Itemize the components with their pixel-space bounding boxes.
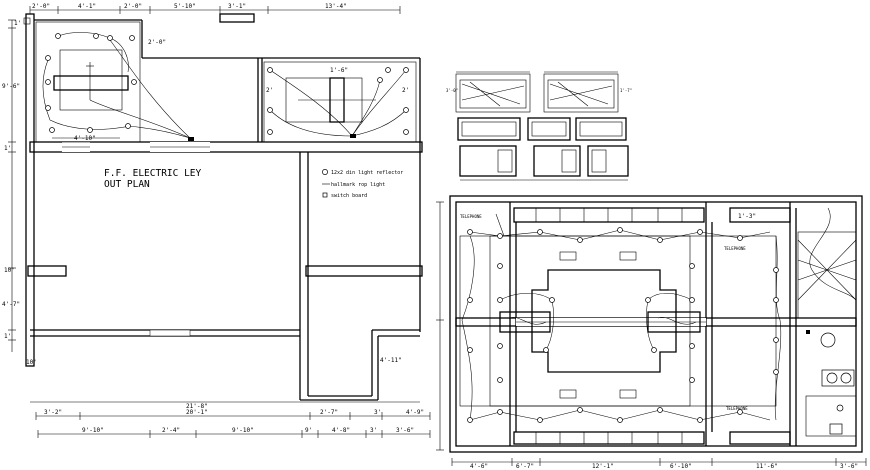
top-dim-3: 2'-0" [124,3,142,10]
bottom2-dim-1: 9'-10" [82,427,104,434]
bottom-total-dim: 21'-8" [186,403,208,410]
side-dim-2: 9'-6" [2,83,20,90]
legend-item-3: switch board [331,193,367,199]
room2-dim-left: 2' [266,87,273,94]
top-dim-4: 5'-10" [174,3,196,10]
bottom2-dim-7: 3'-6" [396,427,414,434]
bottom1-dim-3: 2'-7" [320,409,338,416]
left-floor-plan: 2'-0" 4'-1" 2'-0" 5'-10" 3'-1" 13'-4" 1'… [2,3,431,438]
plan-title-line1: F.F. ELECTRIC LEY [104,168,202,179]
right-bottom-dim-5: 11'-6" [756,463,778,470]
room1-bottom-dim: 4'-10" [74,135,96,142]
bottom1-dim-5: 4'-9" [406,409,424,416]
bottom1-dim-1: 3'-2" [44,409,62,416]
right-floor-plan: 1'-3" [436,195,867,470]
right-bottom-dim-1: 4'-6" [470,463,488,470]
right-top-dim: 1'-3" [738,213,756,220]
side-dim-1: 1' [14,20,21,27]
bottom2-dim-5: 4'-8" [332,427,350,434]
bottom1-dim-4: 3' [374,409,381,416]
top-dim-2: 4'-1" [78,3,96,10]
top-dim-1: 2'-0" [32,3,50,10]
room1-dim: 2'-0" [148,39,166,46]
right-bottom-dim-2: 6'-7" [516,463,534,470]
telephone-label-3: TELEPHONE [726,406,748,411]
side-dim-3: 1' [4,145,11,152]
side-dim-6: 1' [4,333,11,340]
detail-dim-2: 1'-7" [620,88,632,93]
top-dim-6: 13'-4" [325,3,347,10]
room2-dim-top: 1'-6" [330,67,348,74]
bottom2-dim-3: 9'-10" [232,427,254,434]
room2-dim-right: 2' [402,87,409,94]
right-bottom-dim-3: 12'-1" [592,463,614,470]
top-dim-5: 3'-1" [228,3,246,10]
bottom2-dim-6: 3' [370,427,377,434]
legend-item-1: 12x2 din light reflector [331,170,403,176]
legend-item-2: hallmark rop light [331,182,385,188]
furniture-detail-drawings: 3'-0" 1'-7" [446,71,632,181]
right-bottom-dim-4: 6'-10" [670,463,692,470]
telephone-label-1: TELEPHONE [460,214,482,219]
bottom1-dim-2: 20'-1" [186,409,208,416]
plan-title-line2: OUT PLAN [104,179,150,190]
detail-dim-1: 3'-0" [446,88,458,93]
left-misc-dim: 4'-11" [380,357,402,364]
bottom2-dim-4: 9' [305,427,312,434]
legend-square-symbol [322,192,328,198]
legend-circle-symbol [322,169,328,175]
side-dim-7: 10' [26,359,37,366]
right-bottom-dim-6: 3'-6" [840,463,858,470]
side-dim-4: 10' [4,267,15,274]
bottom2-dim-2: 2'-4" [162,427,180,434]
telephone-label-2: TELEPHONE [724,246,746,251]
side-dim-5: 4'-7" [2,301,20,308]
